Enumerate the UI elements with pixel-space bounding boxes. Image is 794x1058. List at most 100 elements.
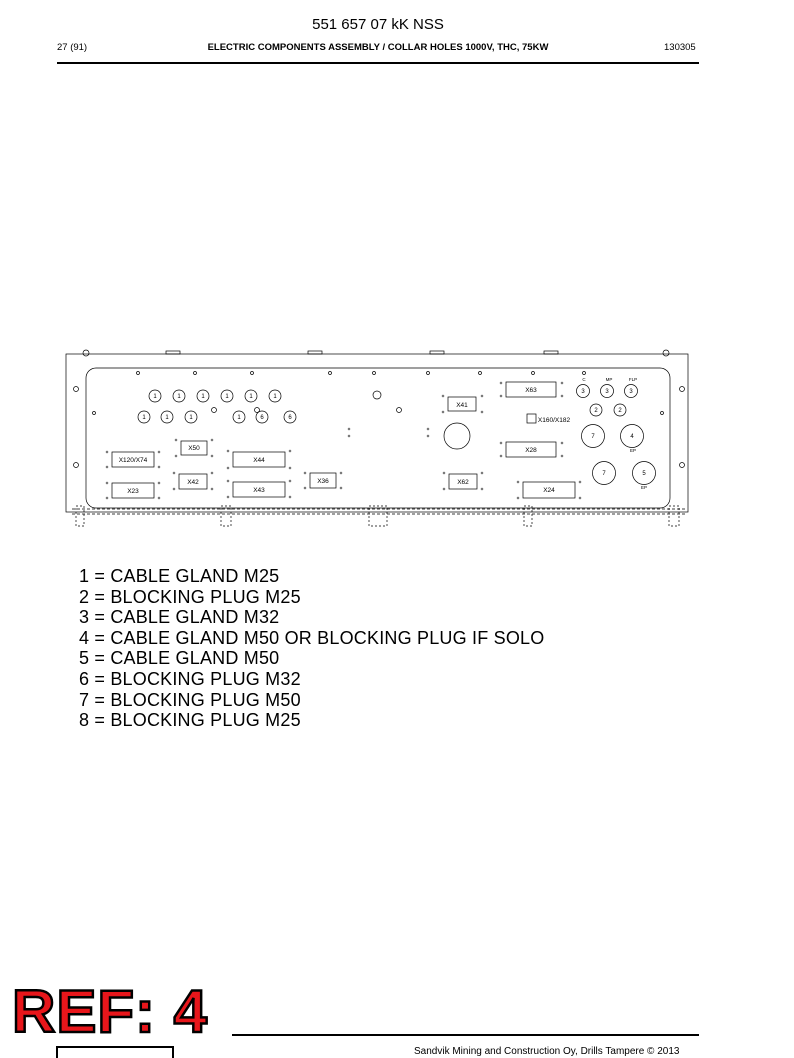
legend-item: 4 = CABLE GLAND M50 OR BLOCKING PLUG IF … — [79, 627, 545, 648]
legend-item: 5 = CABLE GLAND M50 — [79, 648, 280, 669]
gland-number: 1 — [225, 394, 229, 400]
gland-number: 1 — [201, 394, 205, 400]
cable-gland — [268, 389, 282, 403]
panel-outer-frame — [65, 353, 689, 513]
box-label: X24 — [543, 487, 555, 494]
box-x36 — [309, 472, 337, 489]
gland-number: 5 — [642, 471, 646, 477]
gland-number: 6 — [260, 415, 264, 421]
document-number: 551 657 07 kK NSS — [312, 16, 444, 33]
gland-number: 2 — [618, 408, 622, 414]
cable-gland — [255, 410, 269, 424]
screw-hole — [372, 390, 382, 400]
box-x44 — [232, 451, 286, 468]
large-cable-hole — [443, 422, 471, 450]
copyright-text: Sandvik Mining and Construction Oy, Dril… — [414, 1046, 680, 1057]
legend-item: 3 = CABLE GLAND M32 — [79, 607, 280, 628]
mounting-hole — [82, 349, 90, 357]
box-x23 — [111, 482, 155, 499]
panel-drawing: X63 X41 X160/X182 X28 X50 X120/X74 X44 X… — [65, 349, 689, 527]
plug-label: C — [582, 377, 586, 382]
plug-label: EP — [630, 448, 636, 453]
plug-label: EP — [641, 485, 647, 490]
cable-gland — [232, 410, 246, 424]
document-title: ELECTRIC COMPONENTS ASSEMBLY / COLLAR HO… — [207, 42, 549, 53]
screw-hole — [254, 407, 260, 413]
gland-number: 1 — [273, 394, 277, 400]
screw-hole — [478, 371, 482, 375]
rail-bracket — [75, 505, 85, 527]
box-x41 — [447, 396, 477, 412]
mounting-tab — [165, 350, 181, 355]
box-x42 — [178, 473, 208, 490]
gland-number: 1 — [249, 394, 253, 400]
blocking-plug — [613, 403, 627, 417]
rail-bracket — [523, 505, 533, 527]
legend-item: 2 = BLOCKING PLUG M25 — [79, 586, 301, 607]
box-x160 — [526, 413, 537, 424]
plug-label: MP — [606, 377, 613, 382]
box-label: X41 — [456, 402, 468, 409]
cable-gland — [196, 389, 210, 403]
screw-hole — [92, 411, 96, 415]
gland-number: 3 — [605, 389, 609, 395]
box-x62 — [448, 473, 478, 490]
gland-number: 7 — [602, 471, 606, 477]
box-label: X28 — [525, 447, 537, 454]
screw-hole — [396, 407, 402, 413]
screw-hole — [136, 371, 140, 375]
mounting-tab — [543, 350, 559, 355]
box-label: X160/X182 — [538, 417, 571, 424]
mounting-hole — [73, 386, 79, 392]
gland-number: 4 — [630, 434, 634, 440]
blocking-plug — [589, 403, 603, 417]
box-label: X42 — [187, 479, 199, 486]
box-x24 — [522, 481, 576, 499]
gland-number: 3 — [581, 389, 585, 395]
legend-list: 1 = CABLE GLAND M25 2 = BLOCKING PLUG M2… — [79, 566, 544, 731]
mounting-tab — [429, 350, 445, 355]
screw-hole — [660, 411, 664, 415]
document-code: 130305 — [664, 42, 696, 53]
mounting-hole — [662, 349, 670, 357]
mounting-hole — [73, 462, 79, 468]
header-rule — [57, 62, 699, 64]
box-x63 — [505, 381, 557, 398]
screw-hole — [582, 371, 586, 375]
gland-number: 1 — [142, 415, 146, 421]
legend-item: 7 = BLOCKING PLUG M50 — [79, 689, 301, 710]
gland-number: 1 — [165, 415, 169, 421]
large-cable-hole — [592, 461, 616, 485]
mounting-tab — [307, 350, 323, 355]
mounting-hole — [679, 462, 685, 468]
gland-number: 7 — [591, 434, 595, 440]
legend-item: 6 = BLOCKING PLUG M32 — [79, 668, 301, 689]
box-label: X63 — [525, 387, 537, 394]
screw-hole — [250, 371, 254, 375]
box-label: X44 — [253, 457, 265, 464]
box-x120 — [111, 451, 155, 468]
cable-gland — [624, 384, 638, 398]
box-label: X23 — [127, 488, 139, 495]
box-label: X50 — [188, 445, 200, 452]
footer-rule — [232, 1034, 699, 1036]
box-label: X36 — [317, 478, 329, 485]
cable-gland — [137, 410, 151, 424]
gland-number: 1 — [177, 394, 181, 400]
cable-gland — [184, 410, 198, 424]
screw-hole — [531, 371, 535, 375]
legend-item: 8 = BLOCKING PLUG M25 — [79, 710, 301, 731]
rail-bracket — [368, 505, 388, 527]
large-cable-hole — [632, 461, 656, 485]
cable-gland — [160, 410, 174, 424]
box-label: X120/X74 — [119, 457, 148, 464]
cable-gland — [283, 410, 297, 424]
cable-gland — [148, 389, 162, 403]
rail-bracket — [220, 505, 232, 527]
box-x28 — [505, 441, 557, 458]
box-label: X62 — [457, 479, 469, 486]
screw-hole — [193, 371, 197, 375]
gland-number: 1 — [153, 394, 157, 400]
screw-hole — [328, 371, 332, 375]
large-cable-hole — [581, 424, 605, 448]
